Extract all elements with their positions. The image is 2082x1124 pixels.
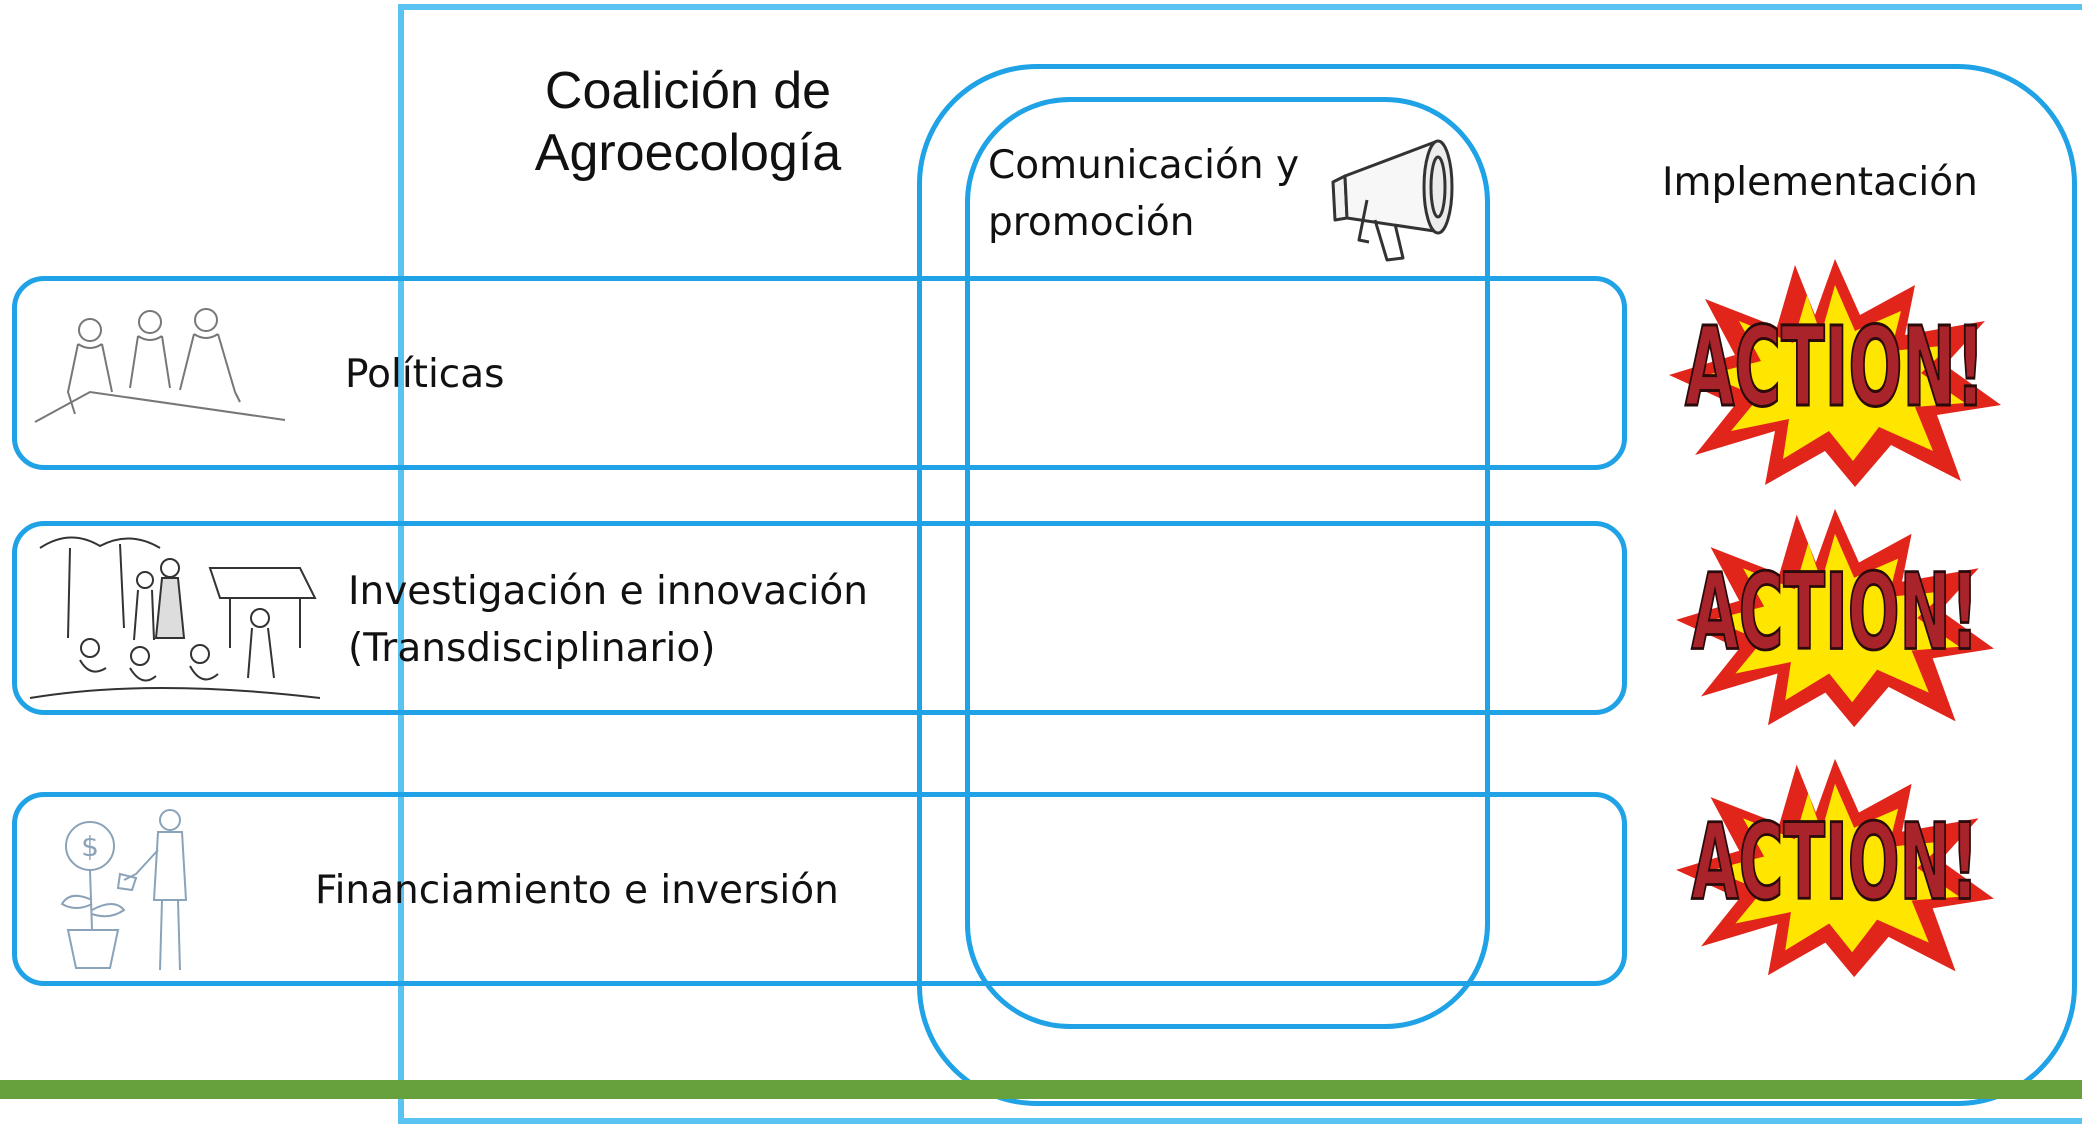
action-text-3: ACTION! — [1691, 801, 1978, 924]
row-label-investigacion: Investigación e innovación (Transdiscipl… — [348, 569, 869, 671]
action-badge-3: ACTION! — [1676, 758, 1994, 978]
action-badge-1: ACTION! — [1669, 259, 2001, 487]
row-box-financiamiento — [12, 792, 1627, 986]
footer-bar — [0, 1080, 2082, 1099]
implementation-label: Implementación — [1662, 160, 1978, 205]
action-text-2: ACTION! — [1691, 551, 1978, 674]
megaphone-icon — [1331, 139, 1454, 262]
communication-label: Comunicación y promoción — [988, 143, 1300, 245]
action-badge-2: ACTION! — [1676, 508, 1994, 728]
row-box-investigacion — [12, 521, 1627, 715]
investor-watering-money-plant-icon: $ — [60, 809, 188, 971]
communication-frame — [965, 97, 1490, 1029]
coalition-title: Coalición de Agroecología — [534, 62, 842, 182]
row-box-politicas — [12, 276, 1627, 470]
row-label-financiamiento: Financiamiento e inversión — [315, 868, 839, 913]
action-text-1: ACTION! — [1685, 303, 1985, 431]
community-group-icon — [29, 536, 321, 699]
svg-text:$: $ — [81, 830, 99, 863]
meeting-people-icon — [34, 308, 286, 423]
row-label-politicas: Políticas — [345, 352, 505, 397]
